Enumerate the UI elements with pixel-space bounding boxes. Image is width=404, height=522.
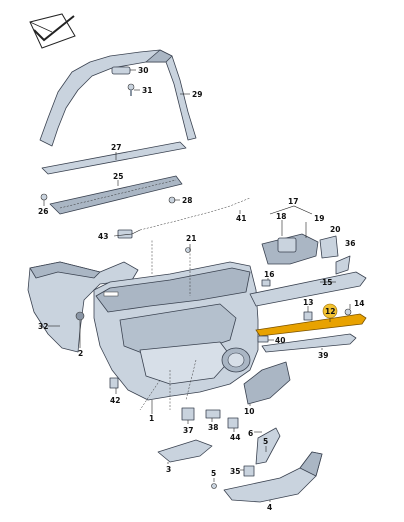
window-frame-trim	[39, 49, 197, 147]
callout-43: 43	[98, 232, 108, 241]
screw-14	[344, 308, 352, 316]
callout-1: 1	[149, 414, 154, 423]
callout-25: 25	[113, 172, 123, 181]
callout-36: 36	[345, 239, 355, 248]
callout-30: 30	[138, 66, 148, 75]
highlight-ring-12	[322, 303, 338, 319]
callout-35: 35	[230, 467, 240, 476]
callout-13: 13	[303, 298, 313, 307]
callout-4: 4	[267, 503, 272, 512]
callout-37: 37	[183, 426, 193, 435]
callout-26: 26	[38, 207, 48, 216]
callout-29: 29	[192, 90, 202, 99]
pull-handle-3	[157, 439, 213, 463]
callout-17: 17	[288, 197, 298, 206]
decorative-strip-highlighted	[255, 313, 367, 337]
checkmark-envelope-icon	[29, 13, 76, 49]
callout-28: 28	[182, 196, 192, 205]
callout-31: 31	[142, 86, 152, 95]
callout-44: 44	[230, 433, 240, 442]
clip-16	[261, 279, 271, 287]
screw-21	[185, 247, 191, 253]
callout-42: 42	[110, 396, 120, 405]
callout-3: 3	[166, 465, 171, 474]
callout-6: 6	[248, 429, 253, 438]
callout-40: 40	[275, 336, 285, 345]
callout-18: 18	[276, 212, 286, 221]
callout-21: 21	[186, 234, 196, 243]
screw-26	[40, 193, 48, 201]
clip-part	[111, 66, 131, 75]
callout-12: 12	[325, 307, 335, 316]
callout-10: 10	[244, 407, 254, 416]
callout-2: 2	[78, 349, 83, 358]
clip-35	[243, 465, 255, 477]
handle-cover-20	[319, 235, 339, 259]
callout-20: 20	[330, 225, 340, 234]
callout-5-upper: 5	[263, 437, 268, 446]
callout-27: 27	[111, 143, 121, 152]
callout-labels: 30 31 29 27 25 28 26 41 17 18 19 20 36 4…	[38, 66, 364, 512]
callout-39: 39	[318, 351, 328, 360]
window-seal-strip	[41, 141, 187, 175]
clip-13	[303, 311, 313, 321]
switch-36	[335, 255, 351, 275]
clip-44	[227, 417, 239, 429]
lower-strip-39	[261, 333, 357, 353]
trim-strip-15	[249, 271, 367, 307]
clip-40	[257, 335, 269, 343]
clip-37	[181, 407, 195, 421]
callout-19: 19	[314, 214, 324, 223]
callout-38: 38	[208, 423, 218, 432]
speaker-cover-10	[243, 361, 291, 405]
clip-42	[109, 377, 119, 389]
callout-14: 14	[354, 299, 364, 308]
callout-41: 41	[236, 214, 246, 223]
cable-harness	[139, 197, 251, 231]
fastener-2	[75, 311, 85, 321]
callout-32: 32	[38, 322, 48, 331]
window-seal-lower	[49, 175, 183, 215]
bracket-6	[255, 427, 281, 465]
callout-16: 16	[264, 270, 274, 279]
screw-part	[127, 83, 135, 96]
callout-15: 15	[322, 278, 332, 287]
callout-5-lower: 5	[211, 469, 216, 478]
leader-lines	[43, 69, 351, 502]
clip-38	[205, 409, 221, 419]
screw-5-lower	[211, 483, 217, 489]
insulation-panel	[27, 261, 139, 353]
